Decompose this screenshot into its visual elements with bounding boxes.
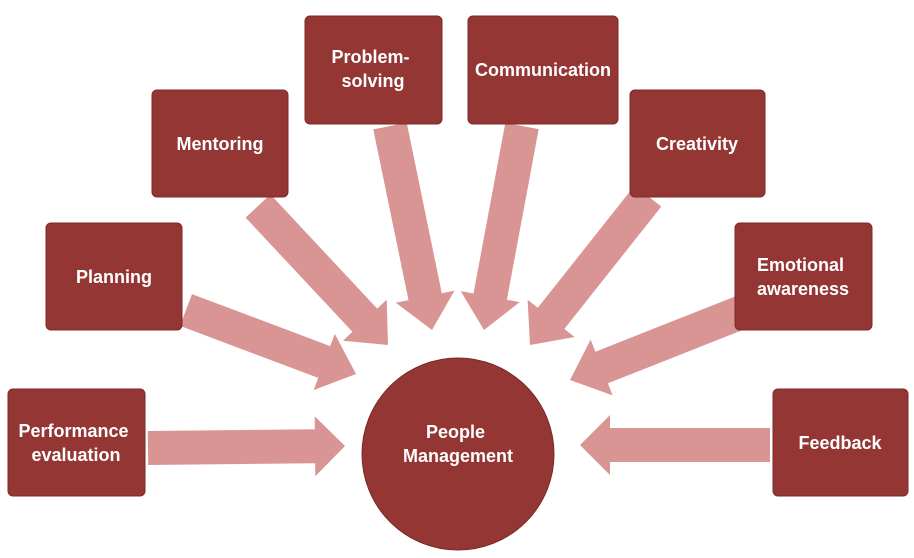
skill-label-line1: Communication	[475, 60, 611, 80]
skill-label-emotional-awareness: Emotional awareness	[757, 255, 849, 299]
skill-label-line1: Feedback	[798, 433, 882, 453]
skill-label-feedback: Feedback	[798, 433, 882, 453]
skill-label-creativity: Creativity	[656, 134, 738, 154]
arrow-mentoring	[245, 194, 388, 345]
center-circle	[361, 357, 555, 551]
skill-label-line2: evaluation	[31, 445, 120, 465]
skill-box-creativity: Creativity	[629, 89, 766, 198]
skill-label-line1: Emotional	[757, 255, 844, 275]
arrow-planning	[180, 294, 356, 391]
skill-label-problem-solving: Problem- solving	[331, 47, 414, 91]
skill-label-line2: awareness	[757, 279, 849, 299]
skill-box-feedback: Feedback	[772, 388, 909, 497]
center-label-line1: People	[426, 422, 485, 442]
skill-label-line1: Performance	[18, 421, 128, 441]
arrow-performance-evaluation	[147, 416, 345, 477]
arrow-problem-solving	[373, 122, 455, 330]
arrow-feedback	[580, 415, 770, 475]
skill-box-problem-solving: Problem- solving	[304, 15, 443, 125]
center-label-line2: Management	[403, 446, 513, 466]
skill-label-line1: Planning	[76, 267, 152, 287]
skill-label-communication: Communication	[475, 60, 611, 80]
skill-label-line1: Creativity	[656, 134, 738, 154]
skill-box-communication: Communication	[467, 15, 619, 125]
arrow-creativity	[527, 185, 662, 345]
skill-box-planning: Planning	[45, 222, 183, 331]
arrow-communication	[460, 122, 539, 331]
skill-label-performance-evaluation: Performance evaluation	[18, 421, 133, 465]
skill-label-line1: Mentoring	[177, 134, 264, 154]
skill-label-mentoring: Mentoring	[177, 134, 264, 154]
center-label: People Management	[403, 422, 513, 466]
arrow-emotional-awareness	[570, 296, 749, 396]
center-hub: People Management	[361, 357, 555, 551]
arrows-layer	[147, 122, 770, 477]
skill-box-mentoring: Mentoring	[151, 89, 289, 198]
skill-label-line1: Problem-	[331, 47, 409, 67]
skill-box-emotional-awareness: Emotional awareness	[734, 222, 873, 331]
skill-label-planning: Planning	[76, 267, 152, 287]
skill-label-line2: solving	[341, 71, 404, 91]
skill-box-performance-evaluation: Performance evaluation	[7, 388, 146, 497]
